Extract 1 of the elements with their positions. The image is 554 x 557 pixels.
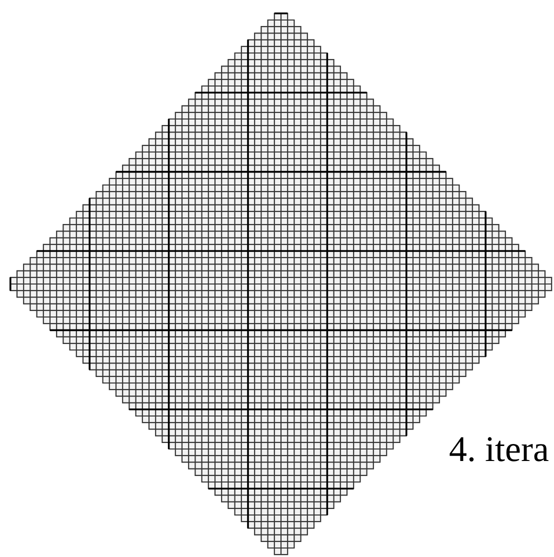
- caption-text: 4. itera: [449, 428, 549, 470]
